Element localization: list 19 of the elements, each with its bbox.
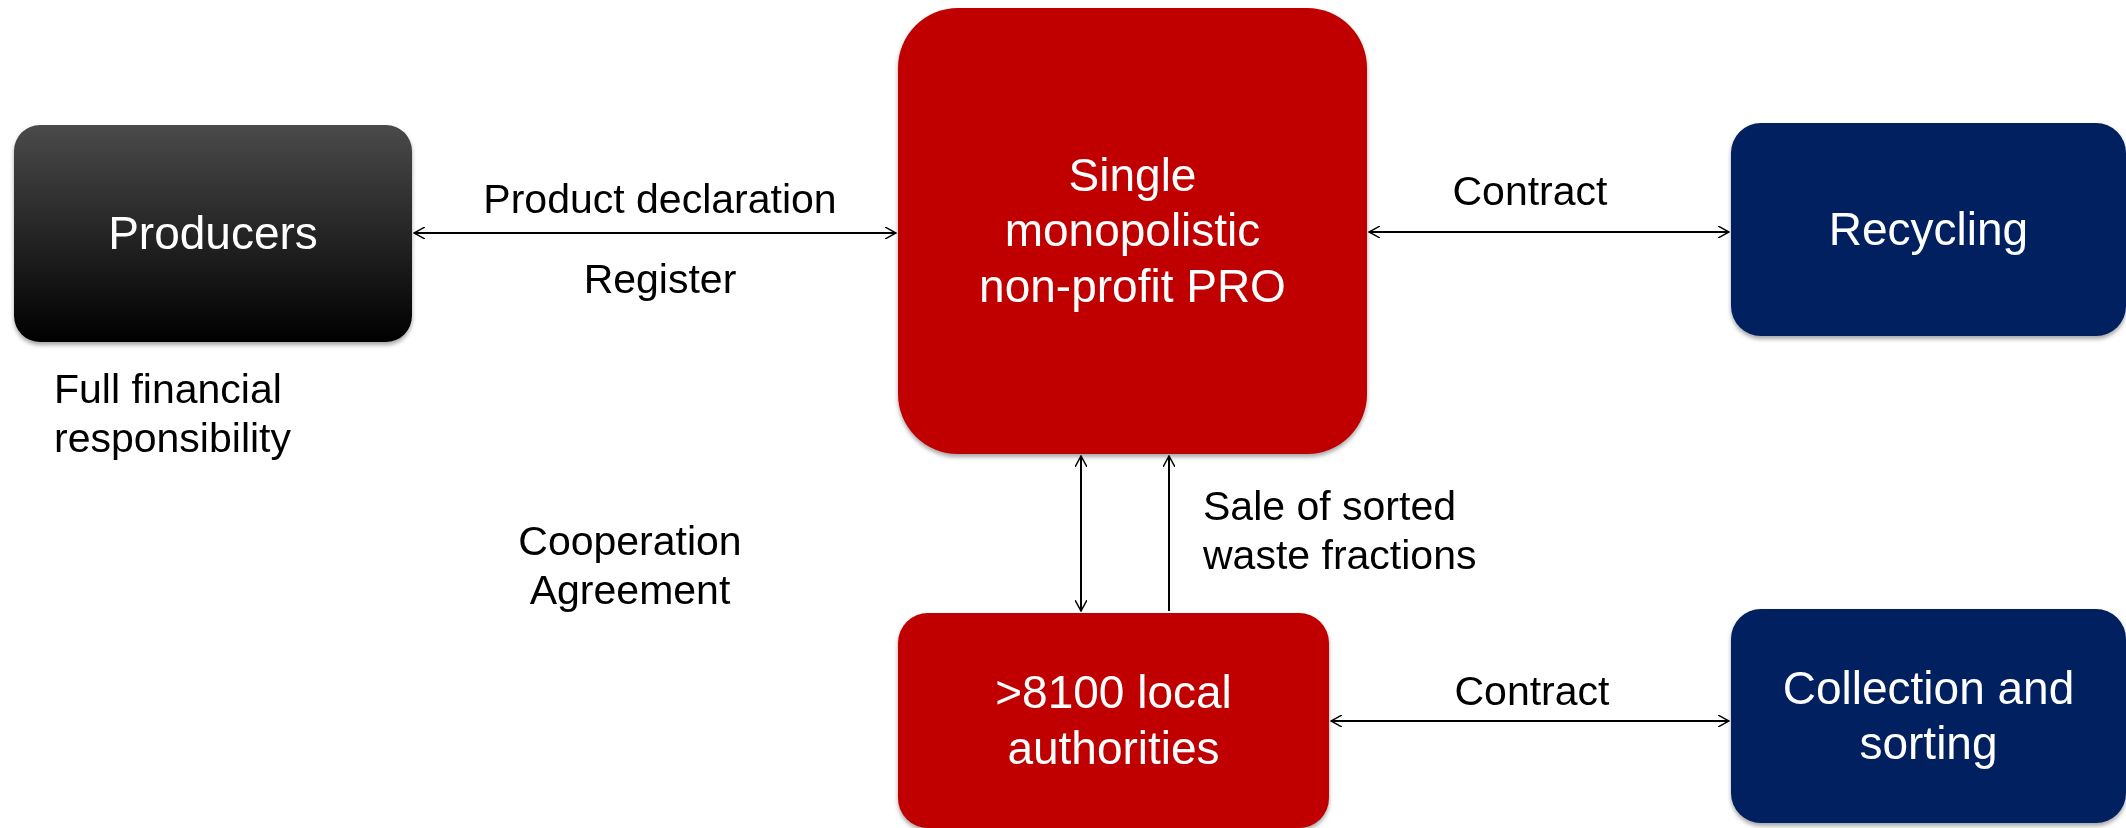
node-text: Single monopolistic non-profit PRO bbox=[978, 148, 1287, 314]
process-box bbox=[898, 8, 1367, 454]
arrow bbox=[1074, 455, 1088, 612]
note-text: Cooperation Agreement bbox=[517, 517, 743, 616]
arrow bbox=[1330, 714, 1730, 728]
node-text: Recycling bbox=[1828, 201, 2029, 257]
edge-label: Product declaration bbox=[482, 175, 838, 224]
node-caption: Full financial responsibility bbox=[54, 365, 292, 464]
node-text: Producers bbox=[108, 205, 318, 261]
arrow bbox=[1162, 455, 1176, 612]
node-text: >8100 local authorities bbox=[994, 665, 1233, 776]
arrow bbox=[1368, 225, 1730, 239]
note-text: Register bbox=[582, 255, 738, 304]
process-box bbox=[1731, 609, 2126, 823]
process-box bbox=[14, 125, 412, 342]
arrow bbox=[413, 226, 897, 240]
node-text: Collection and sorting bbox=[1781, 660, 2076, 771]
process-box bbox=[1731, 123, 2126, 336]
process-box bbox=[898, 613, 1329, 828]
